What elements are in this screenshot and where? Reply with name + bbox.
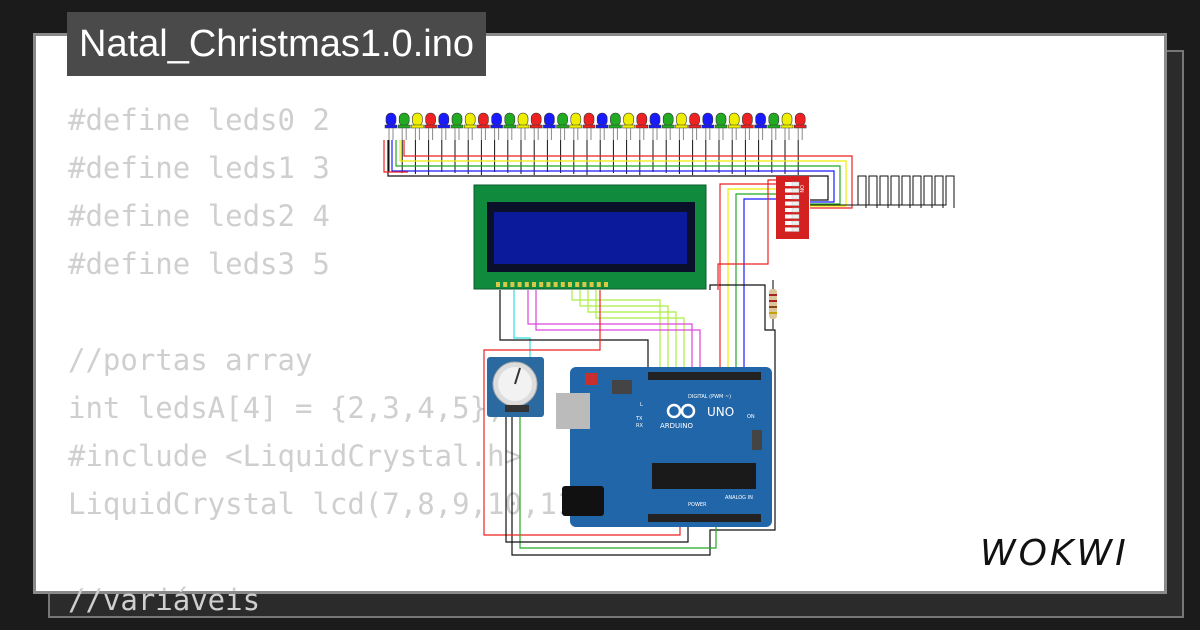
code-line: //variáveis — [68, 583, 261, 617]
led-yellow — [675, 112, 688, 140]
led-blue — [543, 112, 556, 140]
led-yellow — [463, 112, 477, 140]
led-green — [714, 112, 728, 140]
on-label: ON — [747, 414, 755, 420]
board-label: UNO — [707, 405, 734, 419]
led-red — [582, 112, 596, 140]
code-line: #define leds1 3 — [68, 151, 330, 185]
tx-label: TX — [635, 416, 643, 422]
wokwi-logo: WOKWI — [980, 533, 1129, 574]
power-label: POWER — [688, 502, 707, 508]
code-line: #define leds0 2 — [68, 103, 330, 137]
project-title[interactable]: Natal_Christmas1.0.ino — [67, 12, 486, 76]
led-red — [741, 112, 754, 140]
led-red — [688, 112, 701, 140]
lcd-screen — [494, 212, 687, 264]
digital-label: DIGITAL (PWM ~) — [688, 394, 731, 400]
led-yellow — [780, 112, 794, 140]
led-green — [556, 112, 569, 140]
lcd-display — [473, 184, 707, 290]
led-blue — [490, 112, 503, 140]
code-line: #include <LiquidCrystal.h> — [68, 439, 522, 473]
led-green — [397, 112, 411, 140]
led-yellow — [622, 112, 635, 140]
board-brand: ARDUINO — [660, 422, 693, 430]
led-green — [503, 112, 517, 140]
led-red — [635, 112, 649, 140]
l-label: L — [640, 402, 643, 408]
led-green — [609, 112, 622, 140]
code-preview: #define leds0 2 #define leds1 3 #define le… — [68, 96, 662, 624]
led-green — [661, 112, 675, 140]
led-green — [767, 112, 781, 140]
dip-on-label: ON — [798, 185, 804, 193]
code-line: //portas array — [68, 343, 313, 377]
led-yellow — [411, 112, 424, 140]
led-strip — [384, 112, 807, 140]
rx-label: RX — [636, 423, 643, 429]
led-blue — [437, 112, 451, 140]
code-line: LiquidCrystal lcd(7,8,9,10,11,12); — [68, 487, 662, 521]
potentiometer — [487, 357, 544, 417]
led-blue — [648, 112, 662, 140]
led-blue — [384, 112, 398, 140]
wires — [383, 140, 955, 556]
led-green — [450, 112, 464, 140]
dip-switch: ON — [776, 176, 809, 239]
arduino-uno: UNO ARDUINO DIGITAL (PWM ~) POWER ANALOG… — [556, 367, 772, 527]
analog-label: ANALOG IN — [725, 495, 753, 501]
led-blue — [701, 112, 715, 140]
code-line: #define leds3 5 — [68, 247, 330, 281]
led-red — [529, 112, 543, 140]
code-line: #define leds2 4 — [68, 199, 330, 233]
led-yellow — [727, 112, 741, 140]
led-red — [424, 112, 437, 140]
led-red — [477, 112, 490, 140]
led-yellow — [569, 112, 583, 140]
resistor — [769, 280, 777, 330]
led-red — [793, 112, 807, 140]
wokwi-brand: WOKWI — [980, 533, 1129, 574]
led-blue — [595, 112, 609, 140]
code-line: int ledsA[4] = {2,3,4,5}; — [68, 391, 505, 425]
led-yellow — [516, 112, 530, 140]
led-blue — [754, 112, 767, 140]
